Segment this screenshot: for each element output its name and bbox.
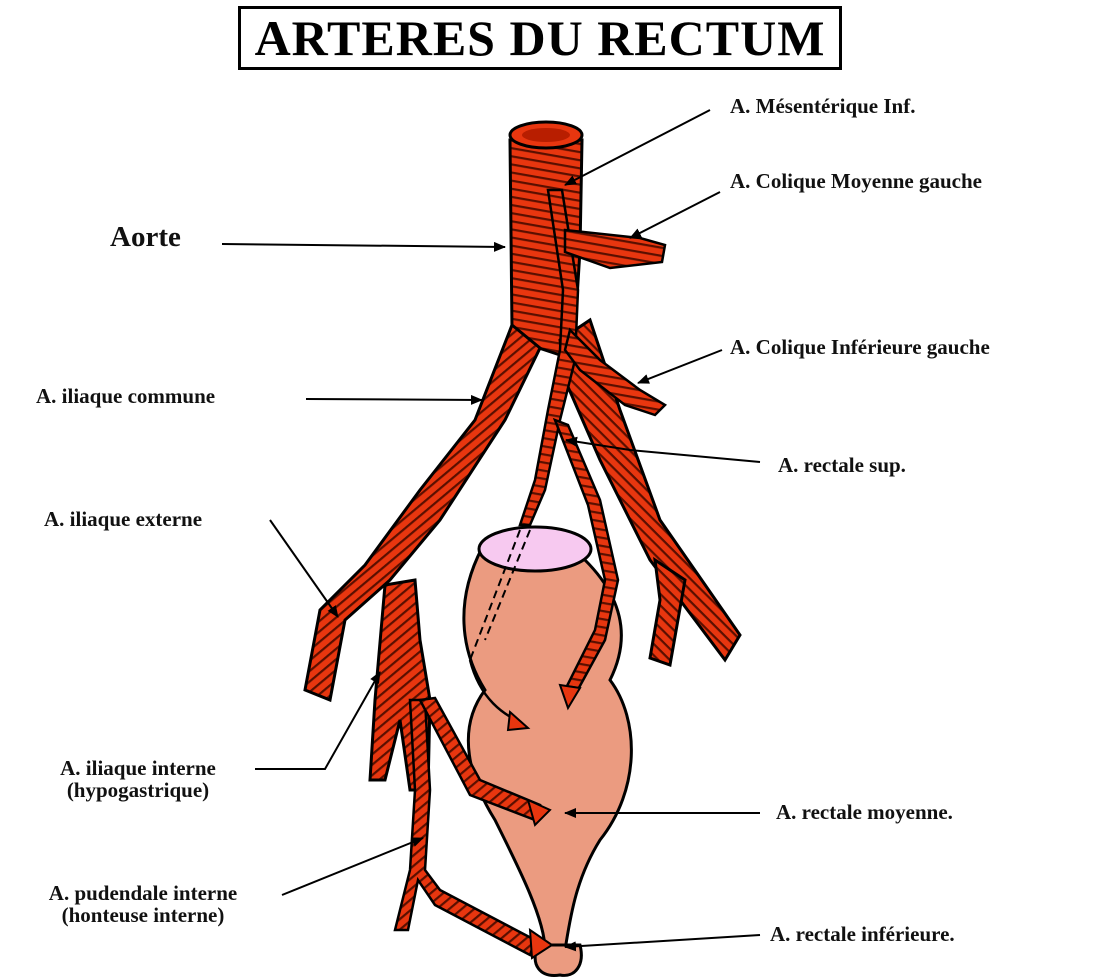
label-pudendale-interne-line2: (honteuse interne): [8, 904, 278, 926]
label-colique-moyenne-gauche: A. Colique Moyenne gauche: [730, 170, 982, 192]
label-pudendale-interne: A. pudendale interne (honteuse interne): [8, 882, 278, 926]
leader-aorte: [222, 244, 505, 247]
rectum-opening: [479, 527, 591, 571]
label-iliaque-commune: A. iliaque commune: [36, 385, 215, 407]
leader-pudendale: [282, 838, 423, 895]
right-internal-iliac-stub: [650, 560, 685, 665]
label-iliaque-interne-line1: A. iliaque interne: [28, 757, 248, 779]
leader-colique-inferieure: [638, 350, 722, 383]
label-iliaque-interne-line2: (hypogastrique): [28, 779, 248, 801]
leader-iliaque-commune: [306, 399, 482, 400]
label-aorte: Aorte: [110, 222, 181, 252]
label-mesenterique-inf: A. Mésentérique Inf.: [730, 95, 915, 117]
aorta-lumen: [522, 128, 570, 142]
leader-colique-moyenne: [630, 192, 720, 238]
label-pudendale-interne-line1: A. pudendale interne: [8, 882, 278, 904]
label-iliaque-interne: A. iliaque interne (hypogastrique): [28, 757, 248, 801]
leader-iliaque-externe: [270, 520, 338, 617]
label-colique-inferieure-gauche: A. Colique Inférieure gauche: [730, 336, 990, 358]
label-rectale-moyenne: A. rectale moyenne.: [776, 801, 953, 823]
label-rectale-sup: A. rectale sup.: [778, 454, 906, 476]
leader-mesenterique: [565, 110, 710, 185]
leader-rectale-inferieure: [565, 935, 760, 947]
label-rectale-inferieure: A. rectale inférieure.: [770, 923, 955, 945]
label-iliaque-externe: A. iliaque externe: [44, 508, 202, 530]
